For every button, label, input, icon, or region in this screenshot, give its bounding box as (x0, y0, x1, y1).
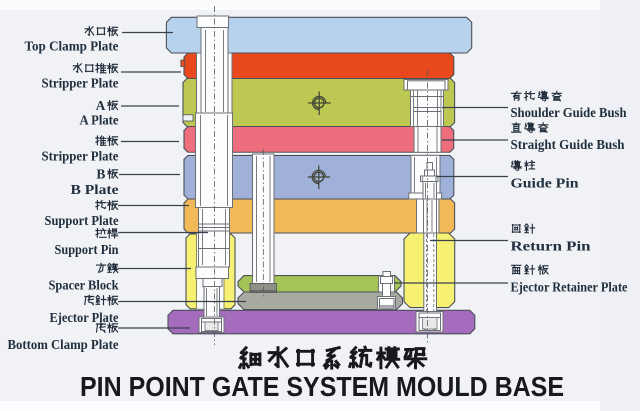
svg-text:Straight Guide Bush: Straight Guide Bush (511, 138, 625, 153)
svg-text:Support Plate: Support Plate (45, 214, 119, 229)
svg-text:Shoulder Guide Bush: Shoulder Guide Bush (511, 106, 627, 121)
svg-text:Support Pin: Support Pin (55, 243, 119, 258)
svg-text:Ejector Retainer Plate: Ejector Retainer Plate (511, 280, 628, 295)
svg-text:Return Pin: Return Pin (511, 239, 591, 254)
svg-text:PIN POINT GATE SYSTEM MOULD BA: PIN POINT GATE SYSTEM MOULD BASE (80, 371, 564, 402)
svg-text:Stripper Plate: Stripper Plate (42, 149, 119, 164)
svg-text:Guide Pin: Guide Pin (511, 176, 579, 191)
svg-text:A Plate: A Plate (80, 113, 119, 128)
svg-text:B Plate: B Plate (71, 183, 119, 198)
svg-text:Stripper Plate: Stripper Plate (42, 76, 119, 91)
svg-text:Top Clamp Plate: Top Clamp Plate (25, 39, 119, 54)
svg-text:Ejector Plate: Ejector Plate (50, 311, 119, 326)
svg-text:Spacer Block: Spacer Block (49, 278, 119, 293)
svg-text:B: B (96, 166, 105, 181)
svg-text:A: A (96, 98, 106, 113)
svg-text:Bottom Clamp Plate: Bottom Clamp Plate (8, 338, 119, 353)
